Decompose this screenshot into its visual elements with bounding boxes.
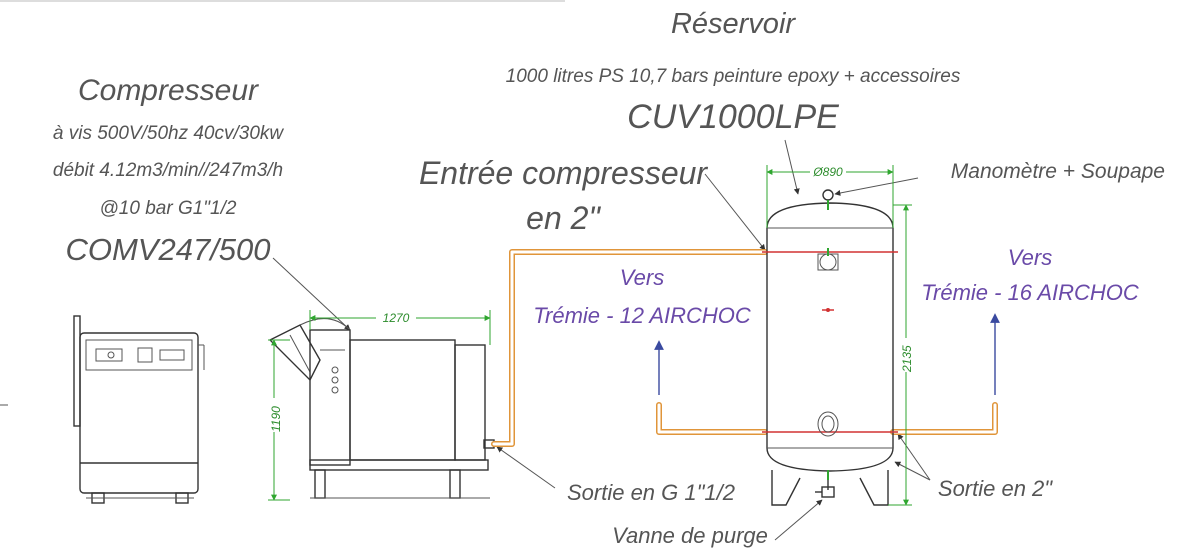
manometer-gauge xyxy=(822,189,834,201)
compressor-height-label: 1190 xyxy=(269,406,283,432)
reservoir-dimensions: Ø890 2135 xyxy=(766,164,915,506)
compressor-width-label: 1270 xyxy=(383,311,410,325)
compressor-spec-1: à vis 500V/50hz 40cv/30kw xyxy=(53,123,285,144)
leader-outlet-right-top xyxy=(897,433,931,481)
tank-body xyxy=(766,202,894,472)
inlet-label-line1: Entrée compresseur xyxy=(419,155,708,191)
to-hopper-right-line1: Vers xyxy=(1008,245,1052,270)
pipe-tank-to-hopper-right xyxy=(890,402,998,435)
leader-lines xyxy=(272,139,931,541)
compressor-title: Compresseur xyxy=(78,74,259,107)
pipe-tank-to-hopper-left xyxy=(656,402,768,435)
compressor-spec-2: débit 4.12m3/min//247m3/h xyxy=(53,160,283,181)
manometer-label: Manomètre + Soupape xyxy=(951,160,1165,183)
leader-reservoir-model xyxy=(784,139,800,195)
leader-compressor-model xyxy=(272,257,351,331)
drain-valve-label: Vanne de purge xyxy=(612,523,768,548)
leader-drain xyxy=(774,499,823,541)
flow-arrows xyxy=(654,313,1000,395)
piping xyxy=(491,249,998,447)
reservoir-title: Réservoir xyxy=(671,8,796,40)
reservoir-tank xyxy=(762,189,898,506)
tank-leg-right xyxy=(859,470,889,506)
leader-manometer xyxy=(834,177,919,196)
to-hopper-left-line1: Vers xyxy=(620,265,664,290)
compressor-side-view xyxy=(268,318,495,499)
compressor-model: COMV247/500 xyxy=(65,232,270,267)
leader-outlet-right-bottom xyxy=(894,461,931,481)
leader-outlet-left xyxy=(496,446,556,489)
reservoir-model: CUV1000LPE xyxy=(627,98,839,136)
leader-inlet xyxy=(704,173,766,251)
outlet-left-label: Sortie en G 1"1/2 xyxy=(567,480,735,505)
tank-leg-left xyxy=(771,470,801,506)
compressor-front-view xyxy=(73,315,205,504)
inlet-label-line2: en 2" xyxy=(526,200,601,236)
to-hopper-left-line2: Trémie - 12 AIRCHOC xyxy=(533,303,751,328)
outlet-right-label: Sortie en 2" xyxy=(938,476,1053,501)
reservoir-description: 1000 litres PS 10,7 bars peinture epoxy … xyxy=(506,66,961,87)
compressor-spec-3: @10 bar G1"1/2 xyxy=(100,198,237,219)
reservoir-height-label: 2135 xyxy=(900,345,914,373)
to-hopper-right-line2: Trémie - 16 AIRCHOC xyxy=(921,280,1139,305)
reservoir-diameter-label: Ø890 xyxy=(812,165,843,179)
manhole xyxy=(817,411,839,437)
compressor-dimensions: 1270 1190 xyxy=(262,310,491,501)
